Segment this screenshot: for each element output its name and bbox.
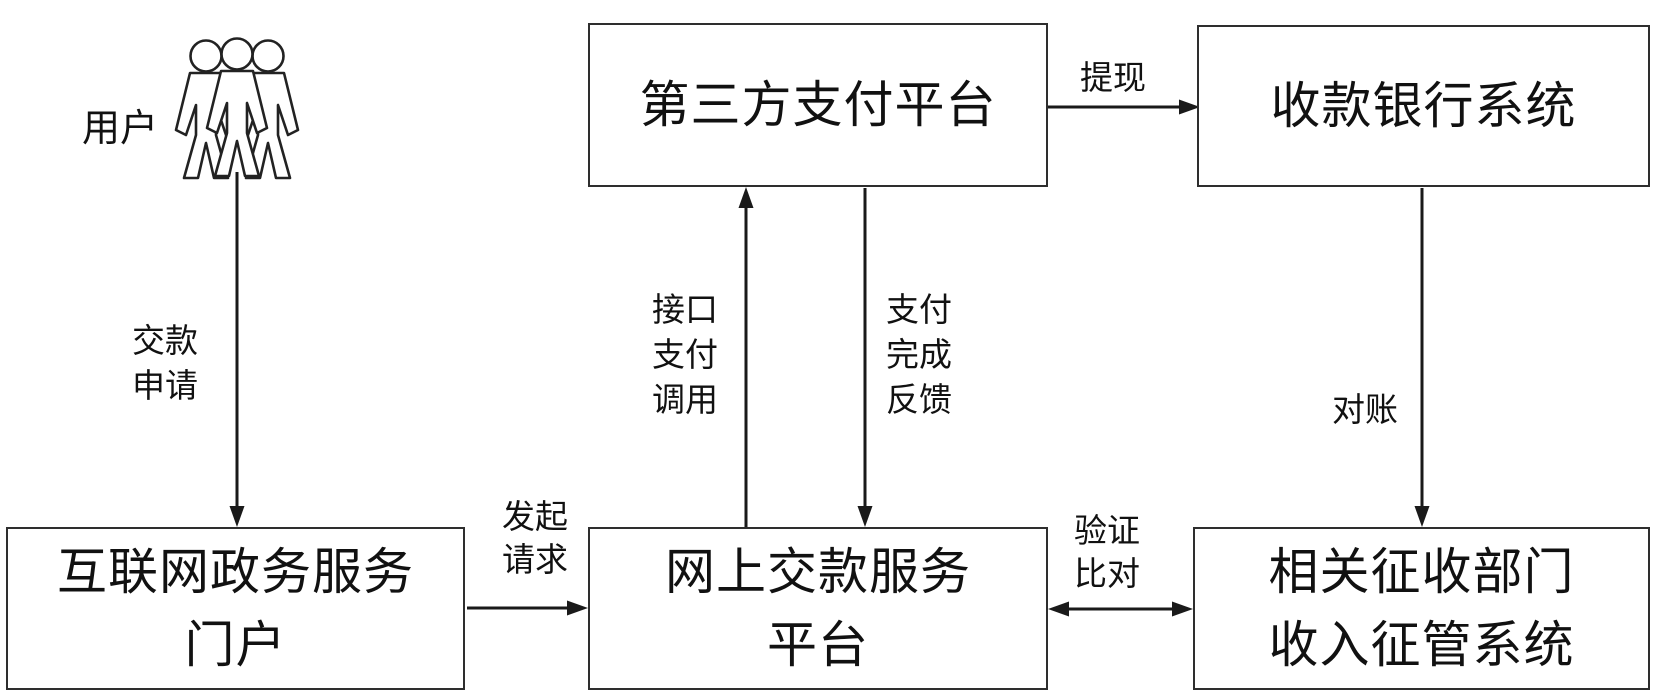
node-user-label: 用户 [81,108,158,150]
edge-label-payment-complete-feedback: 支付 完成 反馈 [859,287,979,422]
node-label: 第三方支付平台 [639,76,997,133]
arrowhead-reconciliation [1414,506,1430,527]
edge-label-withdraw: 提现 [1080,59,1146,96]
edge-label-line: 交款 [132,322,198,359]
edge-label-payment-application: 交款 申请 [105,318,225,408]
node-label: 收款银行系统 [1270,77,1577,134]
edge-label-line: 完成 [886,336,952,373]
arrowhead-payment-complete-feedback [857,506,873,527]
node-label-line1: 网上交款服务 [665,543,971,600]
arrowhead-initiate-request [567,600,588,616]
node-receiving-bank-system: 收款银行系统 [1197,25,1650,187]
arrowhead-verify-compare-left [1048,601,1069,617]
edge-label-line: 请求 [502,541,568,578]
arrowhead-payment-application [229,506,245,527]
edge-label-verify-compare: 验证 比对 [1047,509,1167,595]
node-collection-dept-revenue-system: 相关征收部门 收入征管系统 [1193,527,1650,690]
person-middle-icon [205,37,269,178]
node-third-party-payment-platform: 第三方支付平台 [588,23,1048,187]
arrowhead-withdraw [1179,99,1200,115]
arrowhead-interface-payment-call [738,187,754,208]
edge-label-initiate-request: 发起 请求 [473,495,597,581]
edge-label-line: 支付 [886,291,952,328]
node-label-line1: 相关征收部门 [1268,543,1575,600]
node-online-payment-service-platform: 网上交款服务 平台 [588,527,1048,690]
edge-label-line: 反馈 [886,381,952,418]
node-label-line2: 收入征管系统 [1268,616,1575,673]
users-group-icon [174,37,300,180]
edge-label-line: 比对 [1074,555,1140,592]
edge-label-line: 验证 [1074,512,1140,549]
node-label-line1: 互联网政务服务 [57,543,414,600]
node-label-line2: 门户 [184,616,287,673]
edge-label-line: 调用 [652,381,718,418]
edge-label-interface-payment-call: 接口 支付 调用 [625,287,745,422]
edge-label-reconciliation: 对账 [1332,391,1398,428]
edge-label-line: 支付 [652,336,718,373]
edge-label-line: 发起 [502,498,568,535]
node-label-line2: 平台 [767,616,869,673]
edge-label-line: 接口 [652,291,718,328]
edge-label-line: 申请 [132,367,198,404]
arrowhead-verify-compare-right [1172,601,1193,617]
node-internet-gov-service-portal: 互联网政务服务 门户 [6,527,465,690]
